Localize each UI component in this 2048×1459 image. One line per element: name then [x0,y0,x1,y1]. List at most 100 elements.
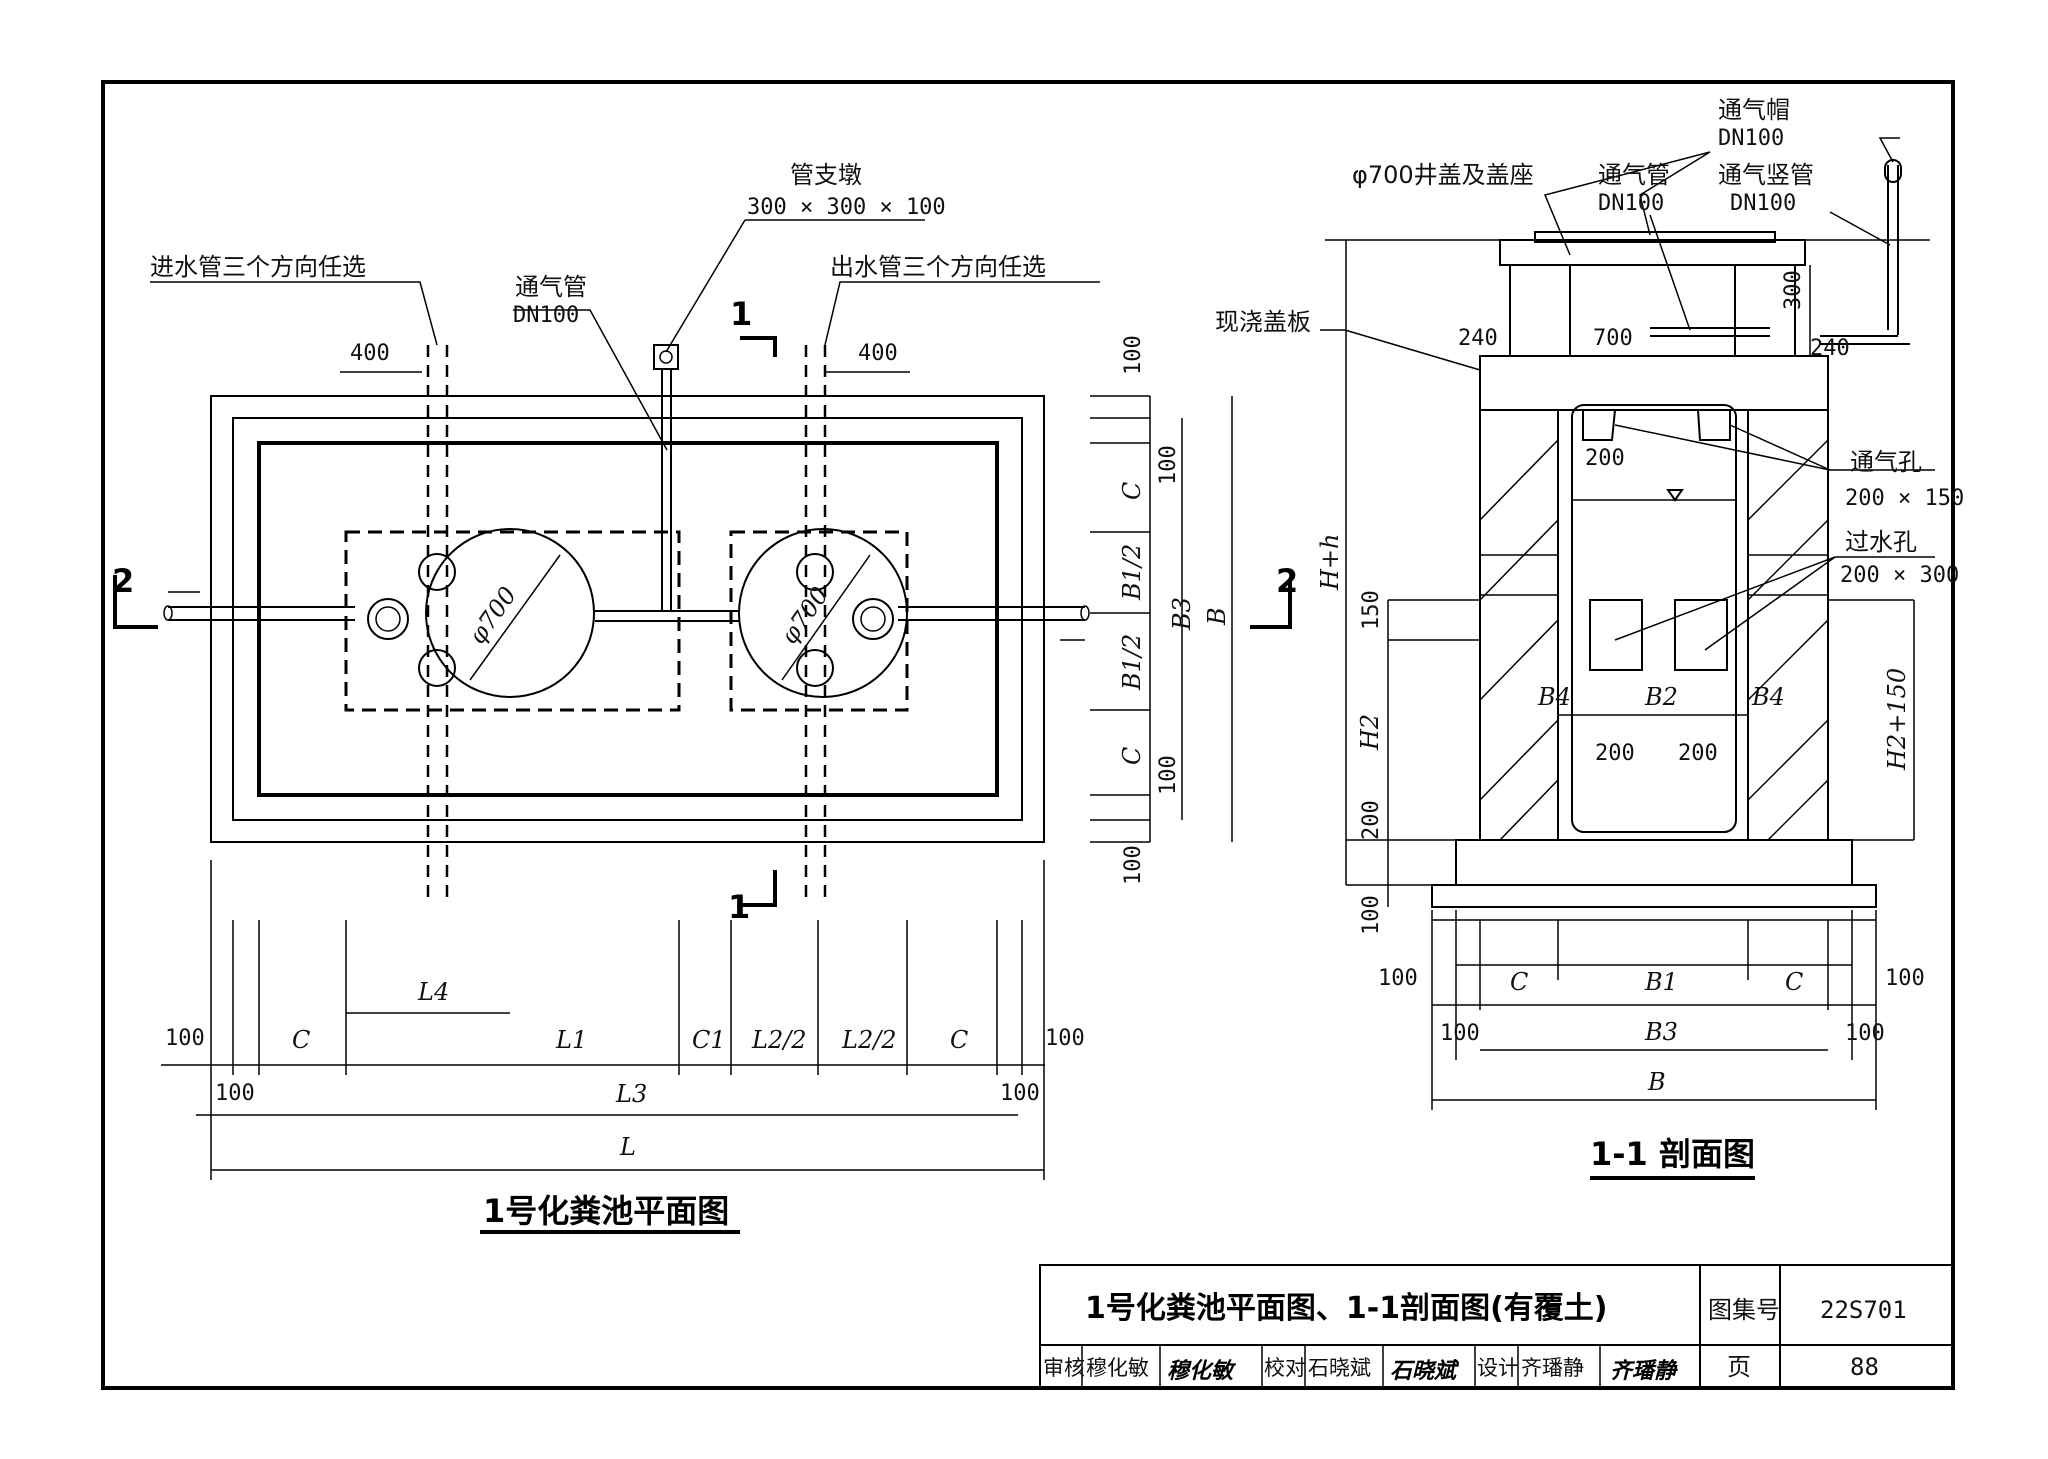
section-left-wall [1479,409,1559,841]
svg-text:200: 200 [1585,446,1625,471]
svg-text:C: C [950,1026,968,1054]
inlet-tee-inner [375,606,401,632]
vent-cap-dn: DN100 [1718,126,1784,151]
svg-text:H2+150: H2+150 [1883,668,1911,771]
drawing-title: 1号化粪池平面图、1-1剖面图(有覆土) [1085,1291,1608,1326]
section-dim-labels: 240 240 700 300 200 200 150 100 H+h H2 H… [1316,270,1925,1096]
svg-text:C: C [1785,968,1803,996]
svg-text:B3: B3 [1644,1018,1678,1046]
svg-text:200: 200 [1359,800,1384,840]
svg-text:100: 100 [1440,1021,1480,1046]
manhole-2 [738,528,908,698]
inlet-note-leader [150,281,438,346]
inlet-pipe-end [163,605,173,621]
plan-title: 1号化粪池平面图 [483,1192,729,1230]
pipe-support-block [653,344,679,370]
flow-hole-size: 200 × 300 [1840,563,1959,588]
vent-hole-leader-2 [1729,424,1831,471]
plan-vent-pipe-label: 通气管 [515,273,587,301]
manhole-1-dia-line [469,554,561,681]
pipe-support-size: 300 × 300 × 100 [747,195,946,220]
vent-pipe-leader [513,309,668,451]
designer-name: 齐璠静 [1521,1356,1584,1380]
vent-hole-label: 通气孔 [1850,448,1922,476]
section-2-right-label: 2 [1276,562,1298,600]
svg-text:200: 200 [1678,741,1718,766]
svg-text:100: 100 [1156,755,1181,795]
svg-text:100: 100 [1845,1021,1885,1046]
section-2-right-mark [1250,580,1292,629]
section-right-wall [1747,409,1829,841]
svg-text:C: C [1510,968,1528,996]
inlet-up-fitting [418,553,456,591]
svg-text:B: B [1647,1068,1666,1096]
svg-text:100: 100 [1000,1081,1040,1106]
vent-hole-left [1582,409,1617,441]
water-level-symbol [1666,489,1684,502]
vent-riser-leader [1829,211,1891,246]
page-label: 页 [1727,1353,1751,1381]
plan-side-dim-labels: 100 100 100 100 C C B1/2 B1/2 B3 B [1118,335,1231,885]
svg-text:B4: B4 [1751,683,1785,711]
svg-text:150: 150 [1359,590,1384,630]
svg-text:L3: L3 [615,1080,647,1108]
pipe-support-hole [659,350,673,364]
svg-text:100: 100 [1378,966,1418,991]
manhole-1 [425,528,595,698]
svg-text:100: 100 [165,1026,205,1051]
sheet-border [101,80,1955,1390]
svg-text:L2/2: L2/2 [751,1026,807,1054]
section-vent-pipe-dn: DN100 [1598,191,1664,216]
inlet-down-fitting [418,649,456,687]
svg-text:700: 700 [1593,326,1633,351]
section-1-top-label: 1 [730,295,752,333]
section-inner-chamber [1571,404,1737,833]
section-manhole-cover [1534,231,1776,243]
svg-text:B1/2: B1/2 [1118,544,1146,601]
svg-text:L2/2: L2/2 [841,1026,897,1054]
svg-text:C: C [1118,482,1146,500]
atlas-number: 22S701 [1820,1296,1907,1324]
svg-text:100: 100 [1359,895,1384,935]
designer-signature: 齐璠静 [1610,1358,1679,1384]
vent-cap [1884,159,1902,183]
vent-riser-label: 通气竖管 [1718,161,1814,189]
section-2-left-mark [113,575,158,629]
svg-text:C1: C1 [692,1026,726,1054]
svg-text:100: 100 [1156,445,1181,485]
design-label: 设计 [1477,1356,1519,1380]
title-block [1039,1264,1954,1389]
reviewer-signature: 穆化敏 [1167,1358,1237,1384]
section-vent-leader [1649,214,1691,331]
checker-name: 石晓斌 [1308,1356,1371,1380]
atlas-label: 图集号 [1708,1296,1780,1324]
cover-leader [1543,151,1711,256]
svg-text:B4: B4 [1537,683,1571,711]
svg-text:100: 100 [1885,966,1925,991]
reviewer-name: 穆化敏 [1086,1356,1149,1380]
outlet-pipe-end [1080,605,1090,621]
svg-text:100: 100 [215,1081,255,1106]
page-number: 88 [1850,1353,1879,1381]
inlet-note: 进水管三个方向任选 [150,253,366,281]
vent-hole-size: 200 × 150 [1845,486,1964,511]
flow-hole-left [1589,599,1643,671]
section-2-left-label: 2 [112,562,134,600]
svg-text:200: 200 [1595,741,1635,766]
section-dimensions [1345,240,1915,1110]
section-cover-slab [1479,355,1829,411]
svg-text:B3: B3 [1168,597,1196,631]
svg-text:240: 240 [1458,326,1498,351]
manhole-1-dia: φ700 [463,582,522,649]
outlet-up-fitting [796,553,834,591]
svg-text:B2: B2 [1644,683,1678,711]
support-leader [665,219,746,353]
section-1-top-mark [740,336,777,357]
manhole-2-dia-line [781,554,871,681]
section-1-bottom-label: 1 [728,888,750,926]
flow-hole-leader-2 [1704,556,1836,651]
cast-slab-label: 现浇盖板 [1215,308,1311,336]
svg-text:H+h: H+h [1316,534,1344,592]
svg-text:240: 240 [1810,336,1850,361]
